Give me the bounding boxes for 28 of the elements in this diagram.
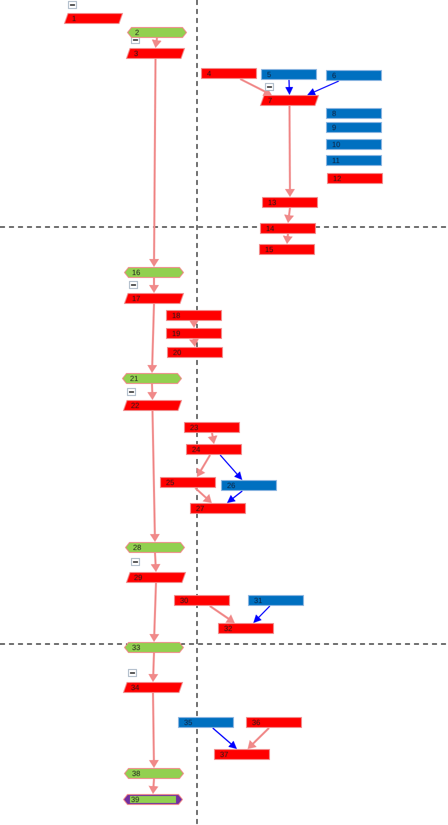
arrow bbox=[148, 652, 158, 682]
arrow bbox=[149, 278, 159, 293]
arrow bbox=[152, 38, 162, 48]
arrow bbox=[209, 605, 235, 623]
arrow bbox=[189, 320, 199, 328]
arrow bbox=[284, 106, 295, 197]
arrow bbox=[194, 487, 212, 503]
arrow bbox=[148, 778, 159, 794]
arrow bbox=[150, 410, 160, 542]
arrow bbox=[220, 454, 242, 480]
arrow bbox=[147, 384, 158, 400]
arrow bbox=[149, 582, 160, 642]
arrow bbox=[248, 727, 270, 749]
arrow bbox=[196, 454, 211, 477]
arrow bbox=[282, 234, 293, 244]
arrow bbox=[150, 552, 161, 572]
arrow bbox=[149, 59, 160, 267]
arrow bbox=[253, 606, 270, 623]
arrow bbox=[208, 432, 218, 444]
arrow bbox=[240, 78, 272, 96]
arrow bbox=[212, 728, 237, 749]
arrow bbox=[226, 490, 243, 503]
arrow bbox=[285, 80, 294, 95]
arrow bbox=[148, 692, 159, 768]
arrow bbox=[189, 338, 199, 347]
arrow bbox=[284, 208, 294, 223]
arrow bbox=[147, 304, 158, 373]
arrow bbox=[307, 80, 340, 96]
